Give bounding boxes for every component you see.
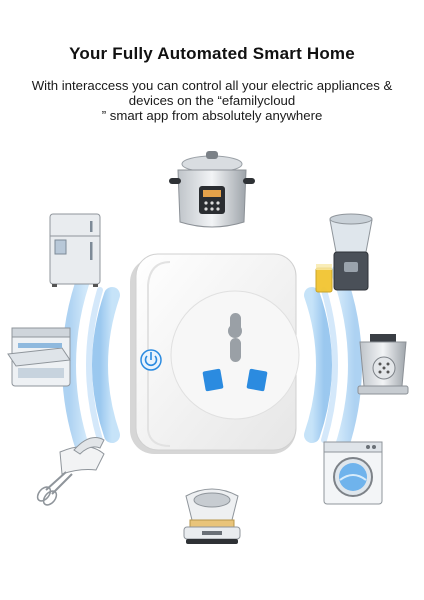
signal-waves-left <box>62 265 120 465</box>
power-button-icon[interactable] <box>140 349 162 371</box>
headline: Your Fully Automated Smart Home <box>69 44 355 63</box>
waffle-maker-icon <box>183 488 241 544</box>
socket-face <box>170 290 300 420</box>
signal-waves-right <box>304 265 362 465</box>
description: With interaccess you can control all you… <box>0 78 424 123</box>
refrigerator-icon <box>49 213 101 287</box>
smart-plug <box>130 253 300 454</box>
dishwasher-icon <box>7 327 71 387</box>
description-line-2: devices on the “efamilycloud <box>128 93 296 108</box>
hand-mixer-icon <box>36 437 105 506</box>
description-line-3: ” smart app from absolutely anywhere <box>101 108 323 123</box>
juicer-icon <box>315 213 373 293</box>
rice-cooker-icon <box>169 151 255 228</box>
meat-grinder-icon <box>357 334 409 395</box>
description-line-1: With interaccess you can control all you… <box>31 78 393 93</box>
washing-machine-icon <box>323 441 383 505</box>
